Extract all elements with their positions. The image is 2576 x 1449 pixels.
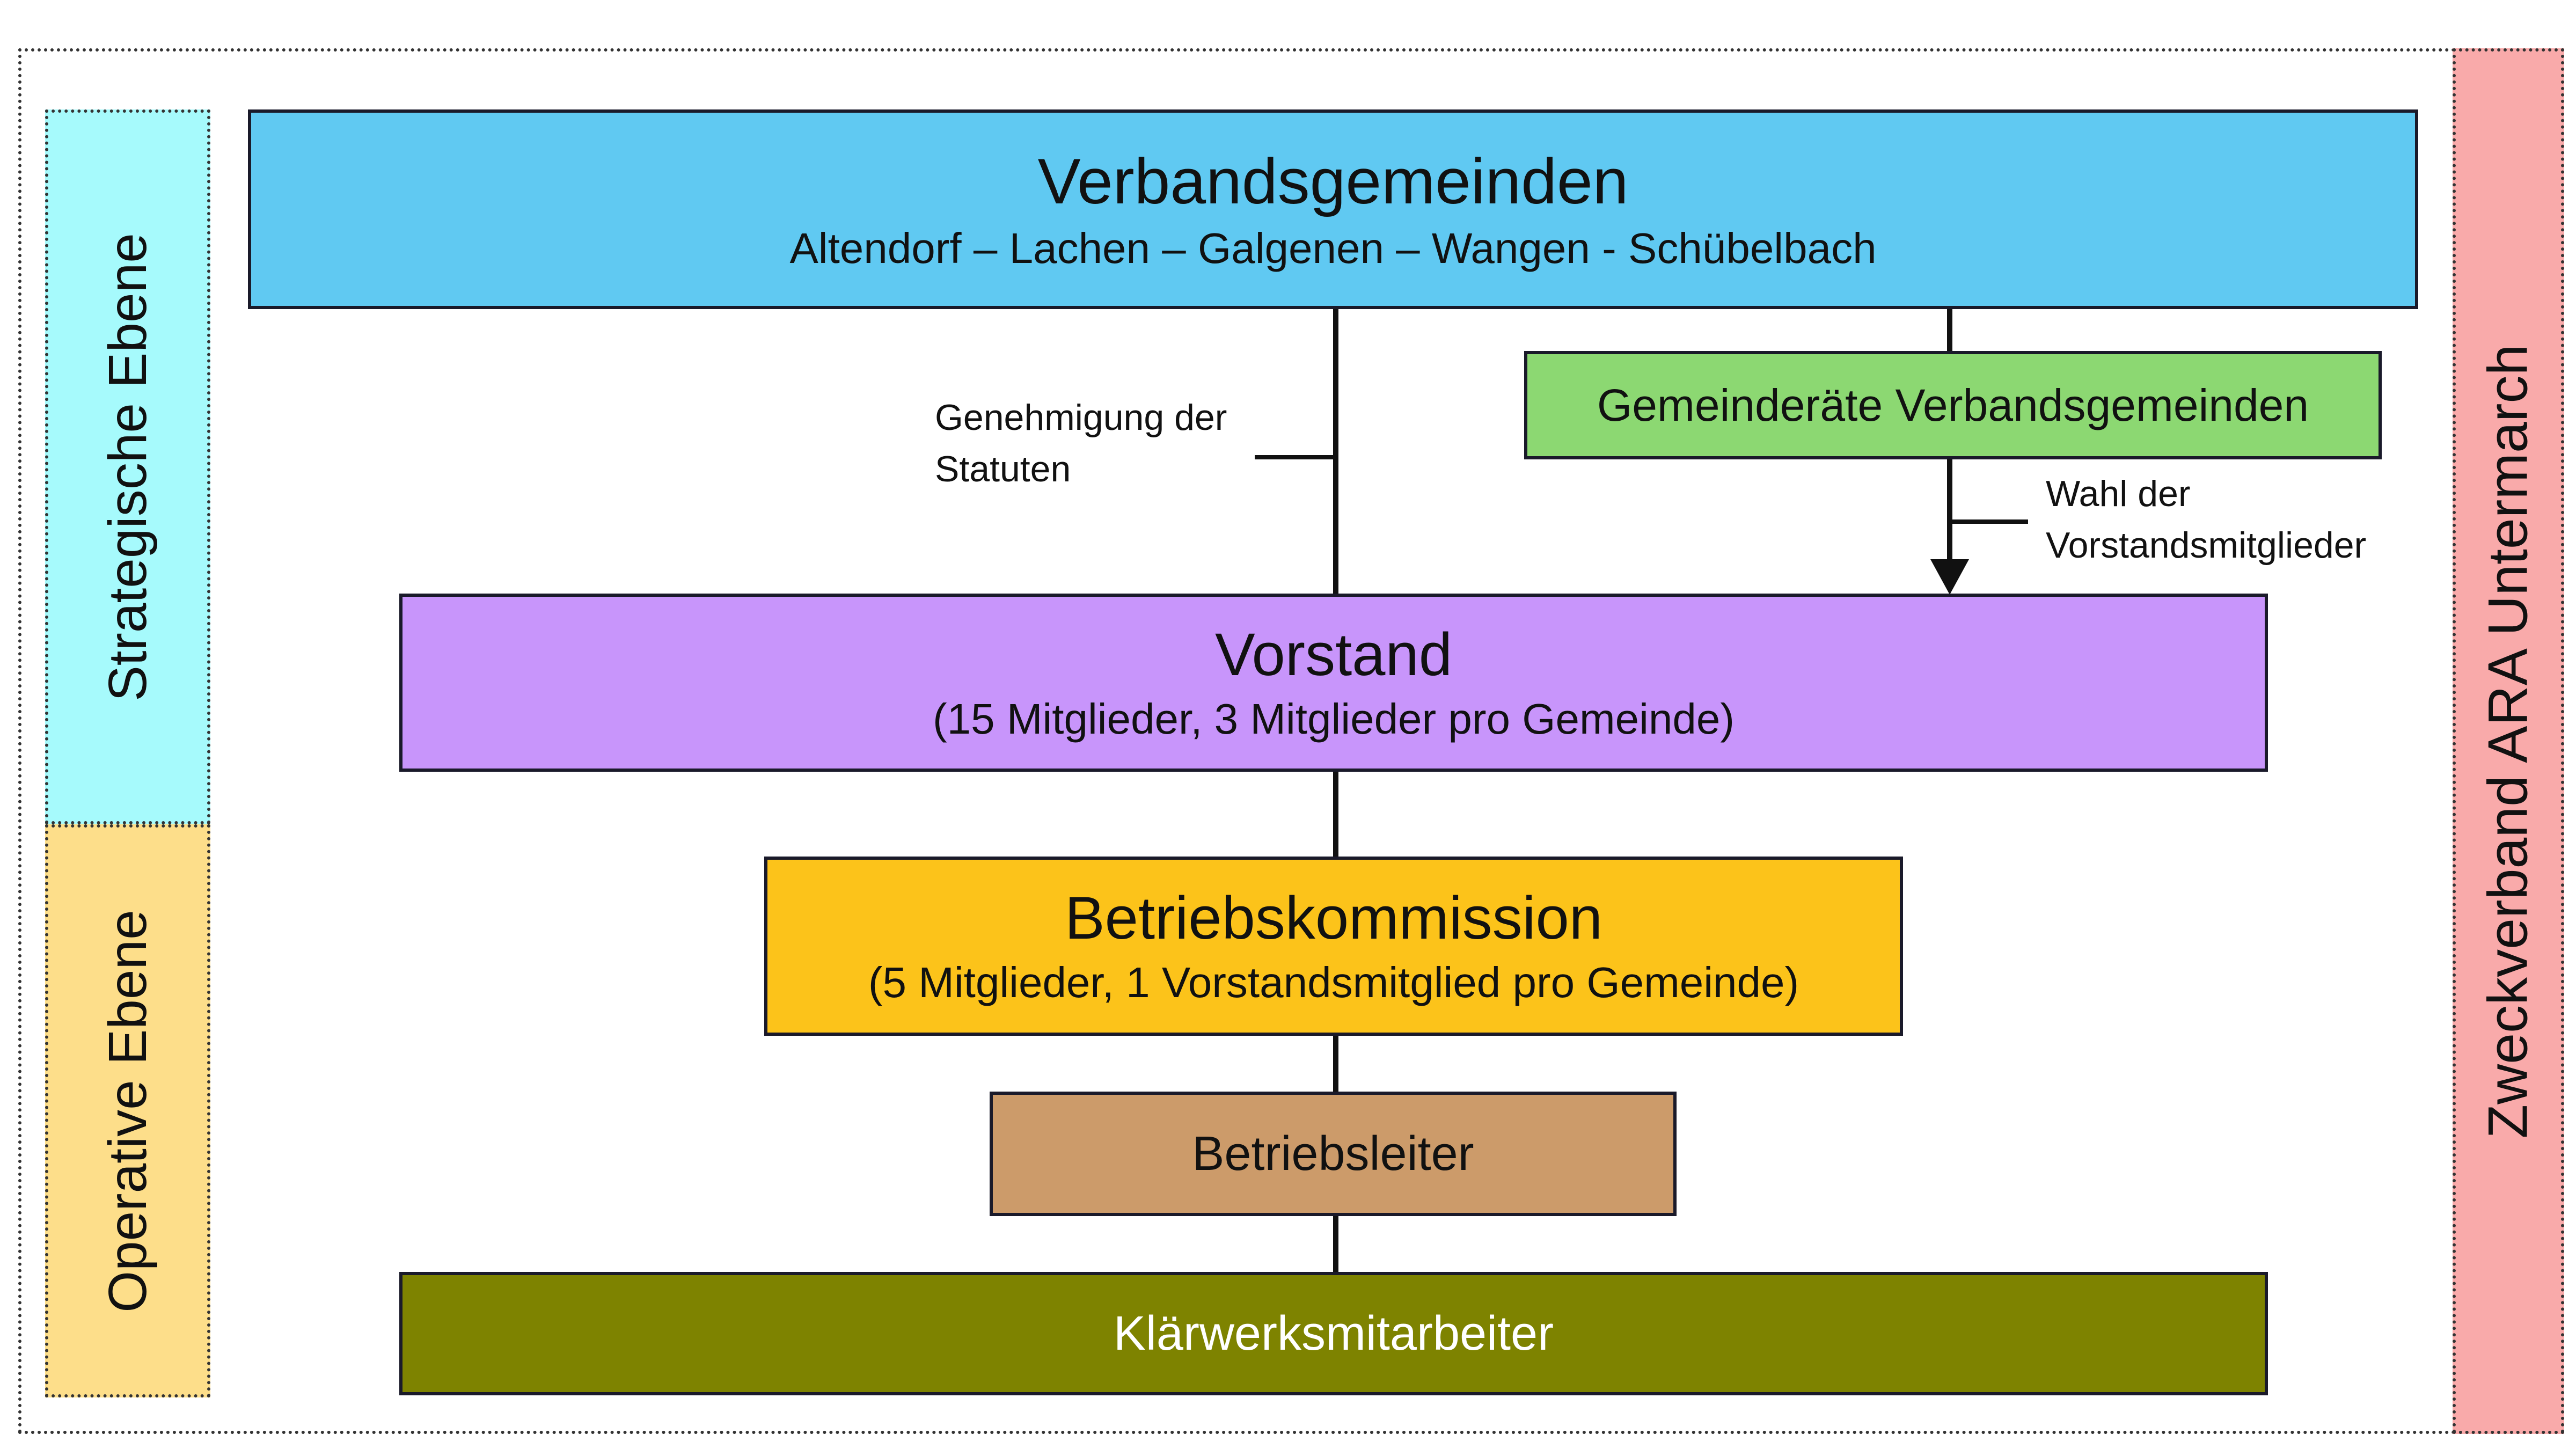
box-betriebskommission: Betriebskommission (5 Mitglieder, 1 Vors…	[764, 857, 1903, 1036]
arrow-head-icon	[1930, 559, 1969, 595]
verbandsgemeinden-title: Verbandsgemeinden	[1037, 145, 1629, 217]
box-gemeinderaete: Gemeinderäte Verbandsgemeinden	[1524, 351, 2382, 459]
connector-kommission-leiter	[1333, 1035, 1338, 1094]
annotation-genehmigung: Genehmigung der Statuten	[935, 392, 1227, 495]
vorstand-title: Vorstand	[1214, 620, 1453, 688]
annotation-wahl: Wahl der Vorstandsmitglieder	[2046, 468, 2366, 571]
gemeinderaete-title: Gemeinderäte Verbandsgemeinden	[1597, 379, 2309, 430]
box-vorstand: Vorstand (15 Mitglieder, 3 Mitglieder pr…	[399, 594, 2268, 772]
annotation-genehmigung-line2: Statuten	[935, 449, 1071, 489]
betriebsleiter-title: Betriebsleiter	[1192, 1126, 1474, 1181]
connector-vorstand-kommission	[1333, 771, 1338, 859]
verbandsgemeinden-subtitle: Altendorf – Lachen – Galgenen – Wangen -…	[789, 224, 1877, 272]
annotation-genehmigung-line1: Genehmigung der	[935, 397, 1227, 438]
operative-level-label: Operative Ebene	[97, 909, 158, 1313]
annotation-tick-wahl	[1950, 519, 2028, 524]
connector-gemeinderaete-vorstand	[1947, 457, 1952, 570]
operative-level-band: Operative Ebene	[45, 824, 210, 1397]
betriebskommission-subtitle: (5 Mitglieder, 1 Vorstandsmitglied pro G…	[868, 958, 1799, 1007]
strategic-level-label: Strategische Ebene	[97, 232, 158, 701]
vorstand-subtitle: (15 Mitglieder, 3 Mitglieder pro Gemeind…	[932, 695, 1735, 743]
organization-label: Zweckverband ARA Untermarch	[2477, 344, 2540, 1138]
box-klaerwerk: Klärwerksmitarbeiter	[399, 1272, 2268, 1395]
box-betriebsleiter: Betriebsleiter	[990, 1092, 1677, 1216]
connector-leiter-klaerwerk	[1333, 1215, 1338, 1274]
box-verbandsgemeinden: Verbandsgemeinden Altendorf – Lachen – G…	[248, 109, 2418, 309]
connector-verband-gemeinderaete	[1947, 309, 1952, 352]
connector-verband-vorstand	[1333, 309, 1338, 595]
annotation-tick-genehmigung	[1255, 455, 1336, 459]
organization-band: Zweckverband ARA Untermarch	[2453, 48, 2564, 1434]
annotation-wahl-line2: Vorstandsmitglieder	[2046, 525, 2367, 566]
klaerwerk-title: Klärwerksmitarbeiter	[1113, 1306, 1554, 1360]
betriebskommission-title: Betriebskommission	[1064, 884, 1603, 952]
annotation-wahl-line1: Wahl der	[2046, 473, 2191, 514]
strategic-level-band: Strategische Ebene	[45, 109, 210, 824]
